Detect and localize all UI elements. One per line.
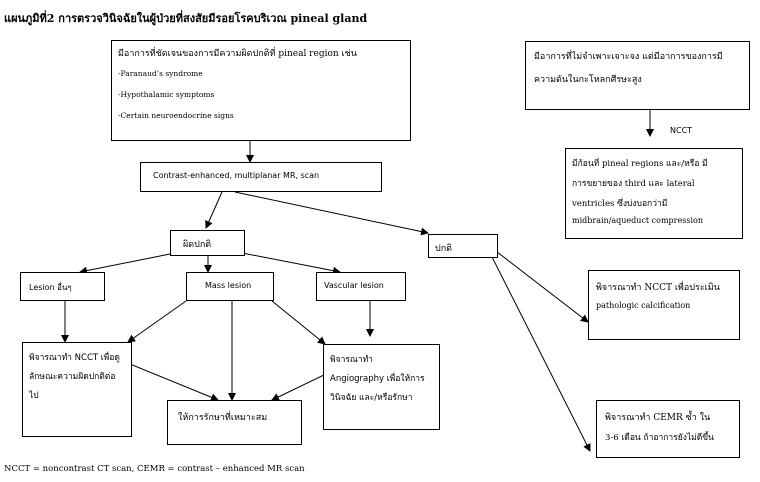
contrast-mr-box: Contrast-enhanced, multiplanar MR, scan [140,162,382,192]
pineal-mass-line-1: มีก้อนที่ pineal regions และ/หรือ มี [572,159,708,169]
footnote: NCCT = noncontrast CT scan, CEMR = contr… [4,464,305,474]
edge-normal-to-cemr [489,252,591,452]
ncct-further-line-2: ลักษณะความผิดปกติต่อ [29,372,116,382]
ncct-calc-line-1: พิจารณาทำ NCCT เพื่อประเมิน [596,283,720,293]
normal-box: ปกติ [428,234,498,258]
symptoms-item-1: -Paranaud’s syndrome [118,69,203,78]
symptoms-item-3: -Certain neuroendocrine signs [118,111,234,120]
nonspecific-line-1: มีอาการที่ไม่จำเพาะเจาะจง แต่มีอาการของก… [534,52,723,62]
contrast-mr-label: Contrast-enhanced, multiplanar MR, scan [153,171,320,180]
treatment-box: ให้การรักษาที่เหมาะสม [167,400,302,445]
angiography-line-1: พิจารณาทำ [330,355,373,365]
lesion-other-label: Lesion อื่นๆ [29,283,72,292]
ncct-calc-line-2: pathologic calcification [596,301,691,310]
ncct-calc-box: พิจารณาทำ NCCT เพื่อประเมิน pathologic c… [588,270,740,340]
edge-angio-to-treatment [271,373,327,401]
symptoms-item-2: -Hypothalamic symptoms [118,90,215,99]
vascular-lesion-label: Vascular lesion [324,281,384,290]
cemr-repeat-box: พิจารณาทำ CEMR ซ้ำ ใน 3-6 เดือน ถ้าอาการ… [596,400,740,458]
symptoms-heading: มีอาการที่ชัดเจนของการมีความผิดปกติที่ p… [118,49,357,59]
ncct-label: NCCT [670,126,693,135]
ncct-further-box: พิจารณาทำ NCCT เพื่อดู ลักษณะความผิดปกติ… [22,342,132,437]
edge-normal-to-ncct-calc [491,247,589,323]
angiography-line-3: วินิจฉัย และ/หรือรักษา [330,393,413,403]
pineal-mass-line-2: การขยายของ third และ lateral [572,179,695,189]
pineal-mass-box: มีก้อนที่ pineal regions และ/หรือ มี การ… [565,148,743,239]
edge-mr-to-normal [234,191,429,236]
abnormal-label: ผิดปกติ [183,240,212,250]
edge-mass-to-angio [271,300,326,345]
mass-lesion-box: Mass lesion [186,272,274,301]
edge-abnormal-to-lesion-other [79,251,181,275]
cemr-repeat-line-1: พิจารณาทำ CEMR ซ้ำ ใน [605,413,711,423]
edge-mass-to-ncct [127,300,187,343]
lesion-other-box: Lesion อื่นๆ [20,272,105,301]
cemr-repeat-line-2: 3-6 เดือน ถ้าอาการยังไม่ดีขึ้น [605,433,714,443]
nonspecific-box: มีอาการที่ไม่จำเพาะเจาะจง แต่มีอาการของก… [525,41,750,110]
edge-abnormal-to-vascular [236,251,341,275]
ncct-further-line-3: ไป [29,391,39,401]
symptoms-box: มีอาการที่ชัดเจนของการมีความผิดปกติที่ p… [111,40,411,141]
mass-lesion-label: Mass lesion [205,281,252,290]
pineal-mass-line-4: midbrain/aqueduct compression [572,216,703,225]
angiography-line-2: Angiography เพื่อให้การ [330,374,425,384]
normal-label: ปกติ [435,244,453,254]
diagram-title: แผนภูมิที่2 การตรวจวินิจฉัยในผู้ป่วยที่ส… [4,12,368,25]
nonspecific-line-2: ความดันในกะโหลกศีรษะสูง [534,75,642,85]
edge-mr-to-abnormal [205,191,223,229]
angiography-box: พิจารณาทำ Angiography เพื่อให้การ วินิจฉ… [323,344,440,430]
ncct-further-line-1: พิจารณาทำ NCCT เพื่อดู [29,353,120,363]
pineal-mass-line-3: ventricles ซึ่งบ่งบอกว่ามี [572,199,668,209]
vascular-lesion-box: Vascular lesion [316,272,406,301]
abnormal-box: ผิดปกติ [170,230,245,256]
treatment-label: ให้การรักษาที่เหมาะสม [178,413,268,423]
